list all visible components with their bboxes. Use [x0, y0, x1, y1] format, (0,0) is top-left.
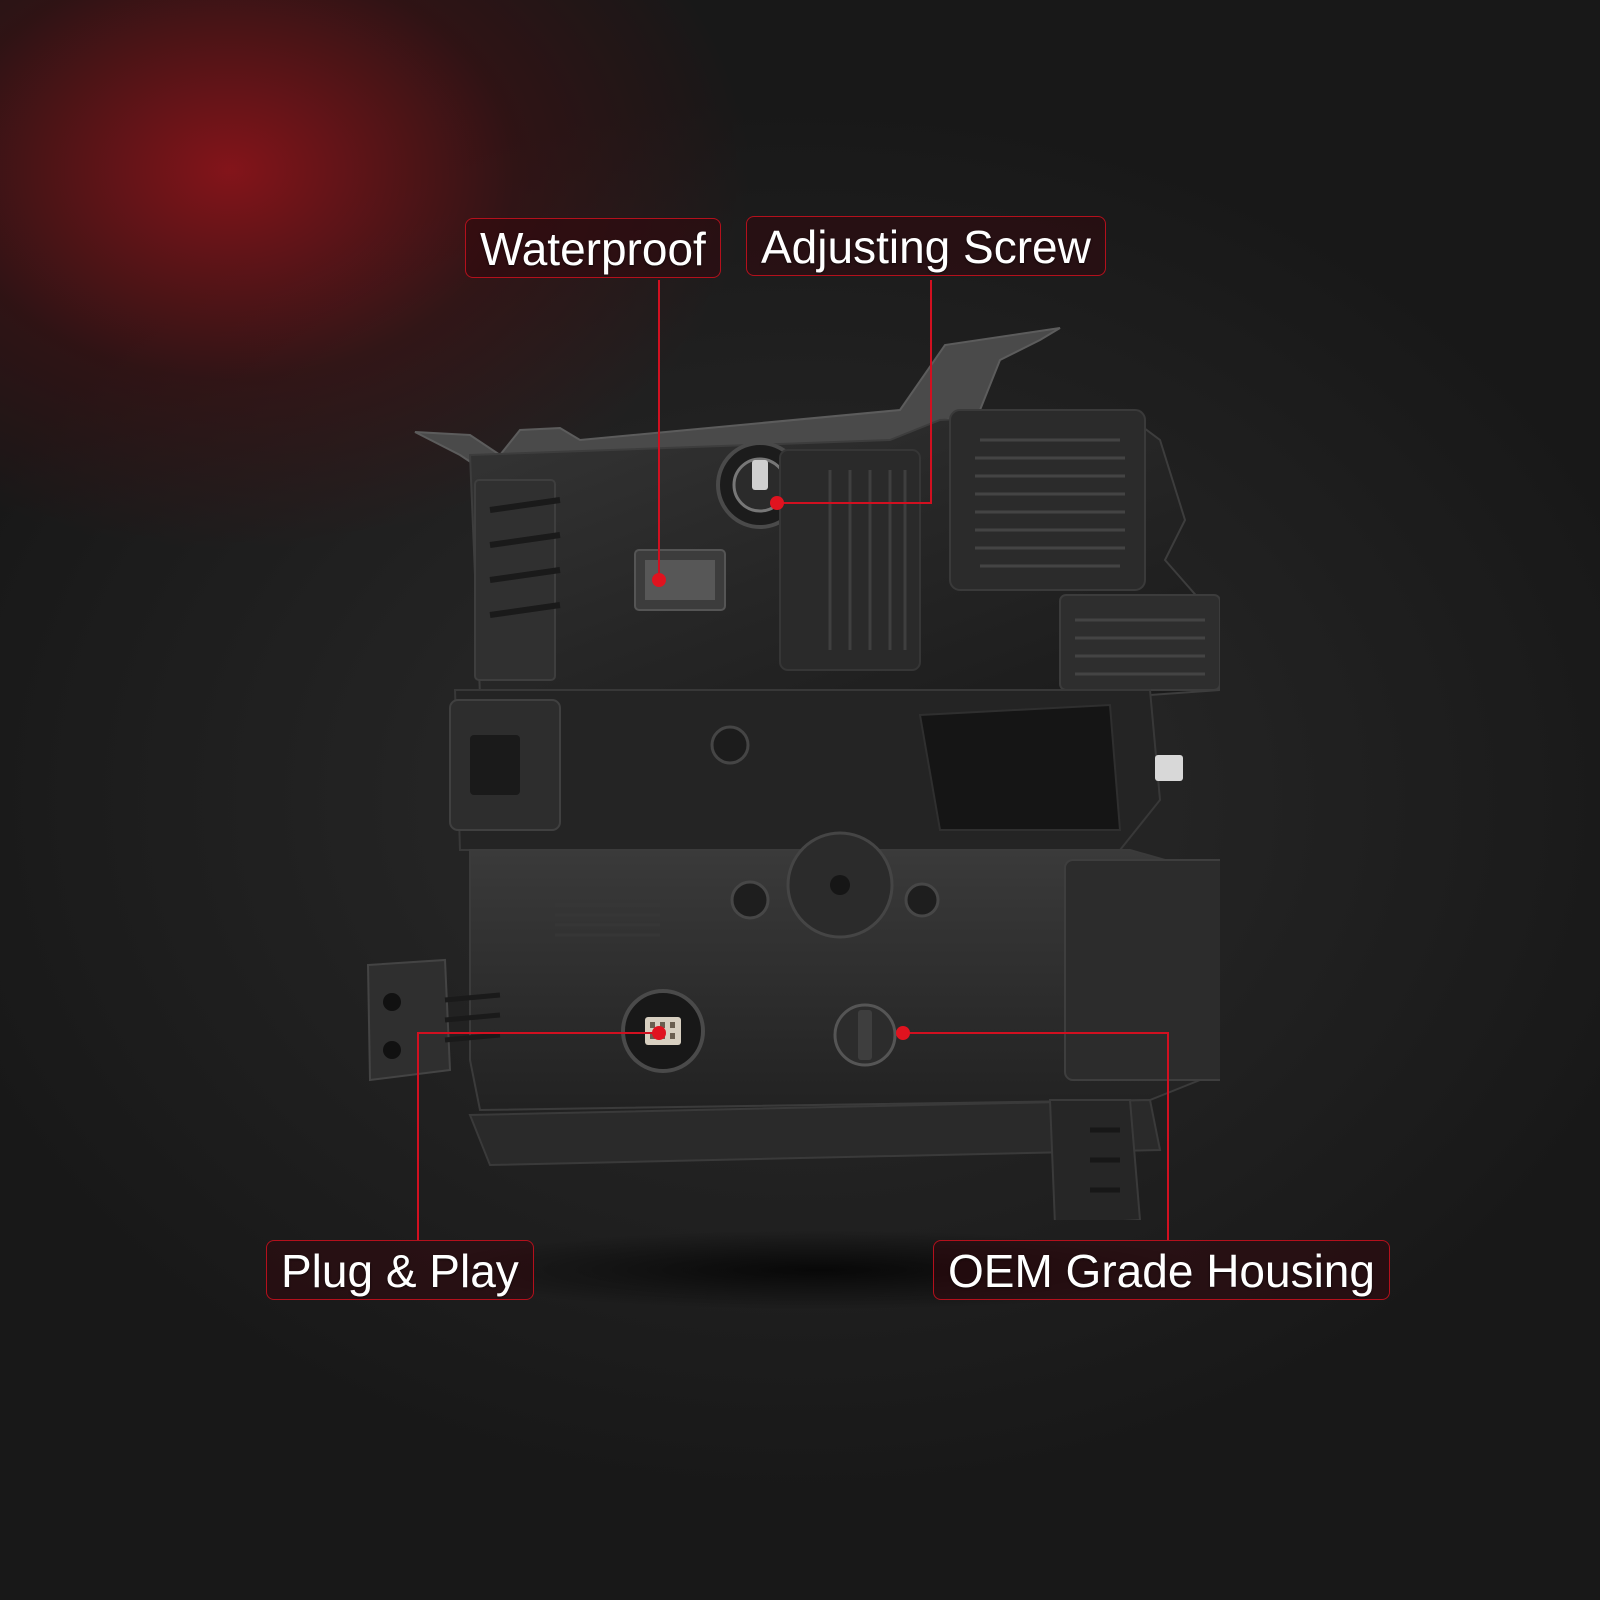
- headlight-housing-rear-icon: [366, 327, 1220, 1220]
- oem-grade-housing-label: OEM Grade Housing: [933, 1240, 1390, 1300]
- waterproof-label: Waterproof: [465, 218, 721, 278]
- plug-and-play-label: Plug & Play: [266, 1240, 534, 1300]
- adjusting-screw-label: Adjusting Screw: [746, 216, 1106, 276]
